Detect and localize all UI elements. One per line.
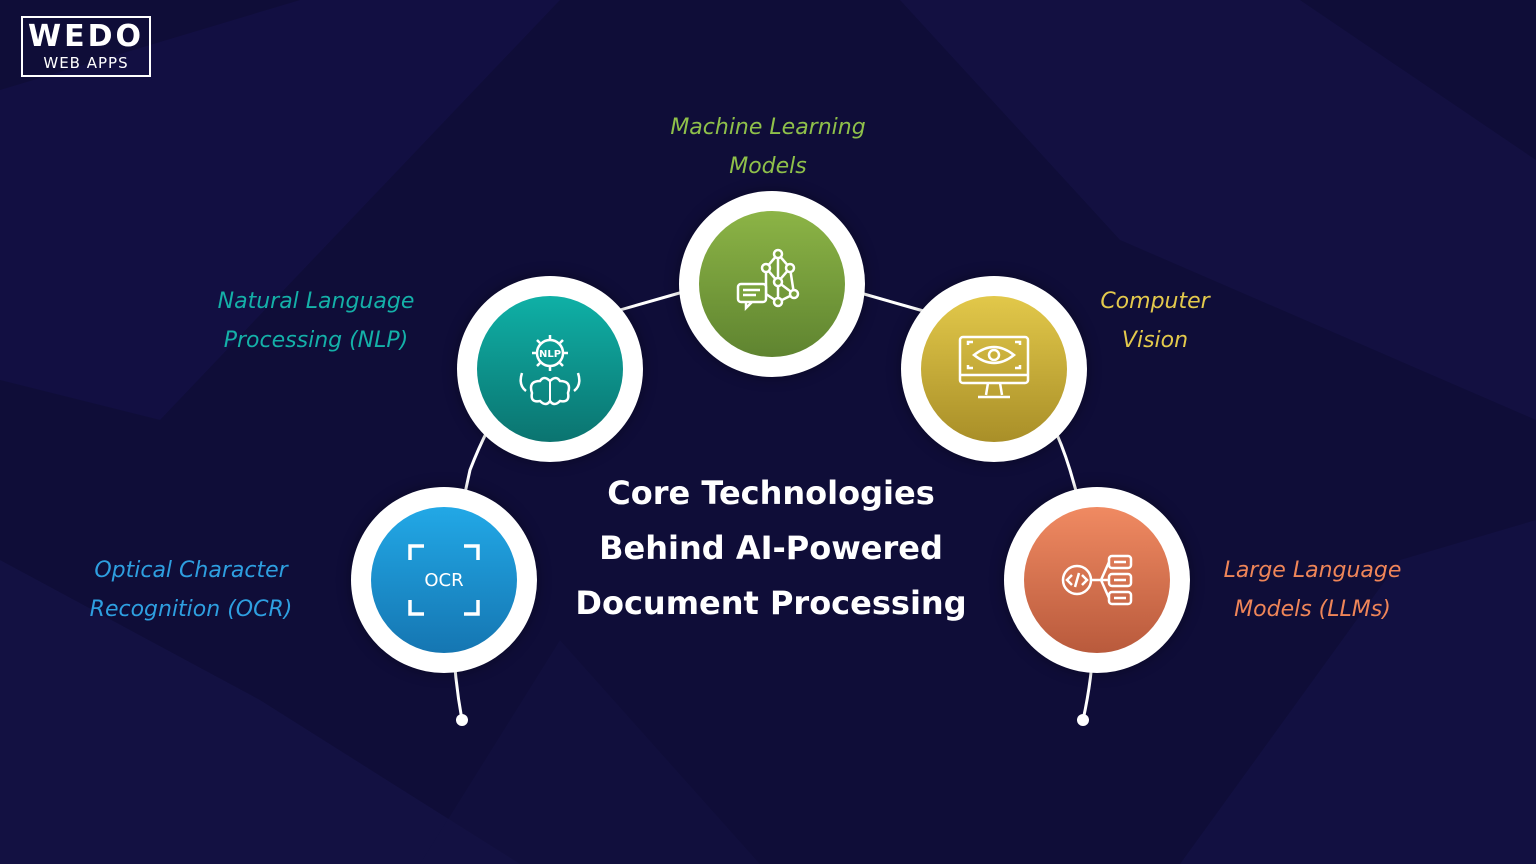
neural-network-icon <box>736 248 800 312</box>
label-llm-line-2: Models (LLMs) <box>1234 597 1391 622</box>
diagram-title: Core Technologies Behind AI-Powered Docu… <box>540 466 1002 631</box>
node-cv-disc <box>921 296 1067 442</box>
label-nlp: Natural Language Processing (NLP) <box>190 282 442 360</box>
label-ml-line-1: Machine Learning <box>670 115 866 140</box>
label-ocr-line-1: Optical Character <box>94 558 288 583</box>
code-flow-icon <box>1061 554 1133 606</box>
node-nlp: NLP <box>457 276 643 462</box>
svg-text:NLP: NLP <box>539 349 561 360</box>
ocr-scan-icon: OCR <box>408 544 480 616</box>
label-cv-line-1: Computer <box>1100 289 1210 314</box>
node-llm-disc <box>1024 507 1170 653</box>
label-nlp-line-2: Processing (NLP) <box>223 328 409 353</box>
label-ml: Machine Learning Models <box>638 108 898 186</box>
node-ocr: OCR <box>351 487 537 673</box>
label-cv-line-2: Vision <box>1121 328 1189 353</box>
arc-end-dot-right <box>1077 714 1089 726</box>
label-cv: Computer Vision <box>1070 282 1240 360</box>
label-ocr: Optical Character Recognition (OCR) <box>60 551 322 629</box>
label-llm: Large Language Models (LLMs) <box>1190 551 1435 629</box>
label-nlp-line-1: Natural Language <box>217 289 415 314</box>
monitor-eye-icon <box>958 335 1030 399</box>
label-llm-line-1: Large Language <box>1223 558 1402 583</box>
label-ocr-line-2: Recognition (OCR) <box>89 597 293 622</box>
svg-text:OCR: OCR <box>424 570 463 591</box>
node-llm <box>1004 487 1190 673</box>
node-cv <box>901 276 1087 462</box>
arc-end-dot-left <box>456 714 468 726</box>
title-line-2: Behind AI-Powered <box>599 529 943 567</box>
node-ocr-disc: OCR <box>371 507 517 653</box>
logo-line-2: WEB APPS <box>43 54 129 72</box>
node-ml <box>679 191 865 377</box>
brand-logo: WEDO WEB APPS <box>21 16 151 77</box>
nlp-brain-gear-icon: NLP <box>519 335 581 406</box>
label-ml-line-2: Models <box>729 154 807 179</box>
node-ml-disc <box>699 211 845 357</box>
node-nlp-disc: NLP <box>477 296 623 442</box>
logo-line-1: WEDO <box>28 19 144 54</box>
title-line-3: Document Processing <box>575 584 967 622</box>
title-line-1: Core Technologies <box>607 474 935 512</box>
